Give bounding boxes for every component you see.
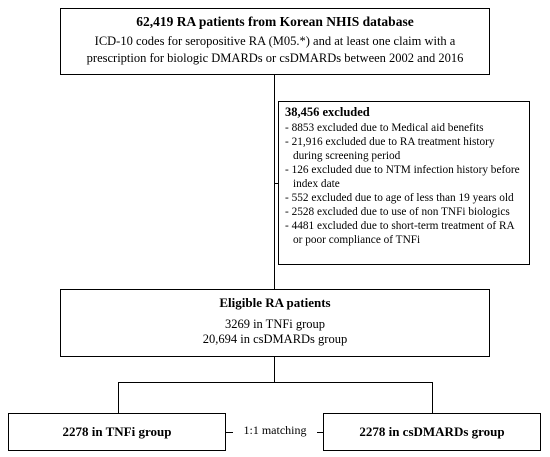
exclusion-item: - 21,916 excluded due to RA treatment hi… <box>285 136 495 162</box>
exclusion-item: - 552 excluded due to age of less than 1… <box>285 192 514 204</box>
tnfi-group-box: 2278 in TNFi group <box>8 413 226 451</box>
exclusion-item: - 8853 excluded due to Medical aid benef… <box>285 122 484 134</box>
eligible-csdmards-count: 20,694 in csDMARDs group <box>202 332 348 346</box>
exclusion-list: - 8853 excluded due to Medical aid benef… <box>285 121 523 247</box>
connector-to-excluded <box>274 183 279 184</box>
source-population-title: 62,419 RA patients from Korean NHIS data… <box>136 14 414 29</box>
eligible-title: Eligible RA patients <box>219 295 331 310</box>
exclusion-item: - 4481 excluded due to short-term treatm… <box>285 220 515 246</box>
eligible-box: Eligible RA patients 3269 in TNFi group … <box>60 289 490 357</box>
tnfi-group-label: 2278 in TNFi group <box>62 424 172 439</box>
connector-to-right-group <box>432 382 433 413</box>
connector-eligible-down <box>274 357 275 383</box>
exclusion-item: - 126 excluded due to NTM infection hist… <box>285 164 520 190</box>
connector-split-horizontal <box>118 382 433 383</box>
csdmards-group-box: 2278 in csDMARDs group <box>323 413 541 451</box>
source-population-box: 62,419 RA patients from Korean NHIS data… <box>60 8 490 75</box>
excluded-title: 38,456 excluded <box>285 105 370 119</box>
connector-top-to-eligible <box>274 75 275 289</box>
exclusion-item: - 2528 excluded due to use of non TNFi b… <box>285 206 510 218</box>
excluded-box: 38,456 excluded - 8853 excluded due to M… <box>278 101 530 265</box>
source-population-criteria: ICD-10 codes for seropositive RA (M05.*)… <box>86 34 464 65</box>
eligible-tnfi-count: 3269 in TNFi group <box>224 317 326 331</box>
matching-label: 1:1 matching <box>233 423 317 438</box>
csdmards-group-label: 2278 in csDMARDs group <box>359 424 505 439</box>
connector-to-left-group <box>118 382 119 413</box>
